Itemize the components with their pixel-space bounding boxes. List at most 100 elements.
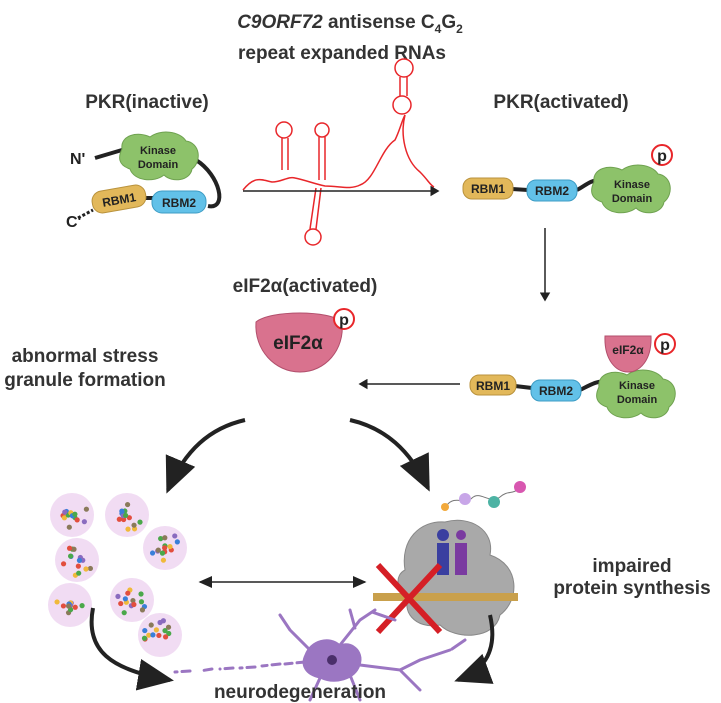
blocked-x-icon — [375, 562, 443, 635]
granule-dot — [119, 508, 125, 514]
granule-dot — [115, 593, 121, 600]
granule-dot — [125, 590, 131, 596]
granule-dot — [121, 516, 127, 523]
kinase-label: Kinase — [619, 380, 655, 392]
granule-dot — [81, 519, 87, 525]
granule-dot — [76, 557, 83, 563]
granule-dot — [160, 557, 167, 563]
granule-dot — [148, 622, 154, 628]
mrna-strand — [373, 593, 518, 601]
phospho-label: p — [660, 337, 670, 354]
granule-dot — [83, 566, 89, 572]
granule-dot — [174, 539, 180, 545]
granule-dot — [166, 630, 172, 637]
granule-dot — [83, 506, 89, 512]
pkr-activated: Kinase Domain RBM1 RBM2 p — [462, 144, 673, 214]
rbm1-label: RBM1 — [101, 190, 137, 210]
pkr-inactive: Kinase Domain RBM1 RBM2 N' C' — [66, 131, 222, 231]
granule-dot — [72, 511, 78, 517]
stress-label-2: granule formation — [4, 370, 166, 391]
granule-dot — [130, 597, 136, 604]
phosphate-icon — [333, 308, 355, 330]
arrow-to-neuron-right — [454, 614, 495, 684]
granule-dot — [121, 610, 127, 616]
rbm2-domain — [530, 379, 582, 402]
curved-arrow-right — [349, 418, 430, 492]
subscript-2: 2 — [456, 22, 463, 36]
title-line1: C9ORF72 antisense C4G2 — [237, 12, 463, 36]
impaired-label-2: protein synthesis — [553, 578, 710, 599]
granule-dot — [162, 545, 168, 551]
granule-dot — [159, 550, 166, 556]
granule-dot — [155, 547, 161, 553]
granule-dot — [75, 563, 81, 569]
rbm1-domain — [462, 177, 514, 200]
rbm2-domain — [151, 190, 207, 214]
gene-name: C9ORF72 — [237, 12, 323, 33]
granule-dot — [131, 522, 137, 528]
granule-dot — [79, 603, 85, 609]
granule-dot — [156, 632, 162, 639]
kinase-label: Kinase — [140, 145, 176, 157]
granule-dot — [60, 603, 67, 609]
granule-dot — [146, 632, 152, 638]
granule-dot — [126, 515, 132, 521]
rbm2-domain — [526, 179, 578, 202]
granule-dot — [172, 533, 178, 539]
granule-dot — [149, 550, 156, 556]
stress-granules — [48, 493, 187, 657]
granule-dot — [138, 591, 144, 597]
granule-dot — [125, 526, 131, 532]
granule-dot — [66, 524, 72, 530]
degenerating-neuron-icon — [173, 608, 467, 702]
granule-dot — [137, 519, 143, 525]
eif2a-small — [604, 335, 652, 373]
title-g: G — [441, 12, 456, 33]
granule-dot — [65, 603, 72, 609]
granule-dot — [150, 632, 156, 638]
granule-dot — [60, 561, 67, 567]
impaired-label-1: impaired — [592, 556, 671, 577]
eif2a-label: eIF2α — [612, 343, 644, 357]
granule-dot — [162, 634, 169, 640]
rbm1-label: RBM1 — [476, 379, 510, 393]
granule-dot — [165, 624, 172, 630]
granule-dot — [162, 535, 168, 541]
pkr-inactive-label: PKR(inactive) — [85, 92, 209, 113]
granule-dot — [124, 501, 131, 508]
pkr-eif2a-complex: Kinase Domain eIF2α p RBM1 RBM2 — [469, 333, 676, 419]
granule-dot — [123, 512, 129, 519]
granule-dot — [122, 596, 128, 602]
domain-label: Domain — [617, 394, 658, 406]
phospho-label: p — [657, 148, 667, 165]
granule-dot — [139, 607, 146, 613]
granule-dot — [131, 601, 137, 608]
eif2a-label: eIF2α — [273, 333, 323, 354]
title-text: antisense C — [323, 12, 435, 33]
granule-dot — [61, 515, 68, 521]
granule-dot — [158, 536, 164, 542]
subscript-4: 4 — [435, 22, 442, 36]
domain-label: Domain — [138, 159, 179, 171]
granule-dot — [118, 600, 124, 607]
granule-dot — [153, 627, 159, 633]
granule-dot — [71, 546, 77, 552]
rbm1-domain — [91, 184, 147, 214]
n-terminus-label: N' — [70, 151, 85, 168]
arrow-to-neuron-left — [89, 607, 174, 691]
phosphate-icon — [651, 144, 673, 166]
rbm1-label: RBM1 — [471, 182, 505, 196]
eif2a-activated-label: eIF2α(activated) — [233, 276, 378, 297]
granule-dot — [76, 570, 82, 576]
eif2a-protein — [255, 312, 343, 373]
domain-label: Domain — [612, 193, 653, 205]
rbm2-label: RBM2 — [162, 196, 196, 210]
granule-dot — [141, 635, 148, 641]
neurodegeneration-label: neurodegeneration — [214, 682, 386, 703]
granule-dot — [138, 599, 145, 605]
pkr-activated-label: PKR(activated) — [493, 92, 628, 113]
stress-label-1: abnormal stress — [12, 346, 159, 367]
granule-dot — [167, 543, 173, 550]
rbm2-label: RBM2 — [535, 184, 569, 198]
